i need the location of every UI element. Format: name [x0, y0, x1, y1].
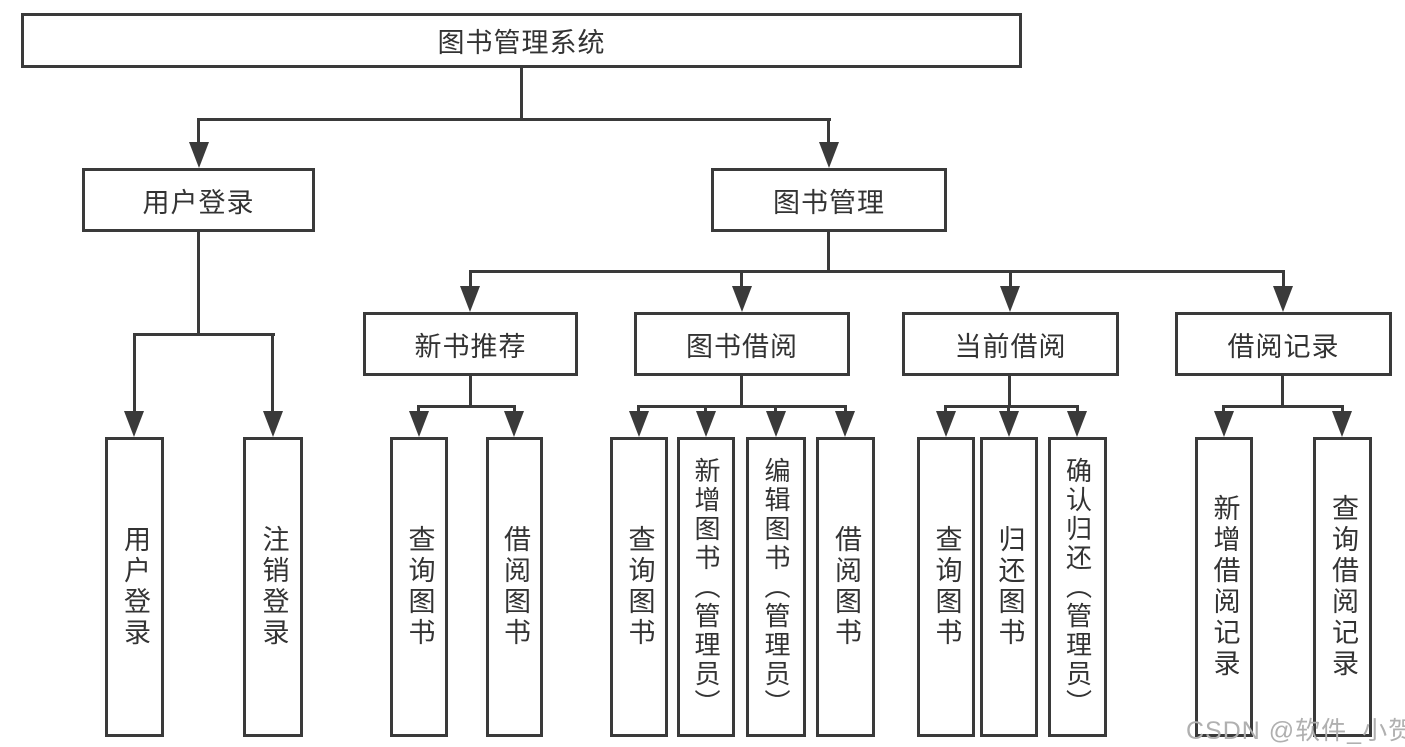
- connector-line: [704, 405, 707, 413]
- connector-line: [197, 118, 831, 121]
- connector-line: [637, 405, 640, 413]
- connector-line: [513, 405, 516, 413]
- leaf-query-borrow-record: 查询借阅记录: [1313, 437, 1372, 737]
- leaf-label: 借阅图书: [831, 525, 861, 649]
- leaf-add-books-admin: 新增图书（管理员）: [677, 437, 735, 737]
- connector-line: [1222, 405, 1344, 408]
- leaf-add-borrow-record: 新增借阅记录: [1195, 437, 1253, 737]
- leaf-label: 新增借阅记录: [1209, 494, 1240, 680]
- connector-line: [774, 405, 777, 413]
- connector-line: [197, 232, 200, 335]
- leaf-borrow-books: 借阅图书: [816, 437, 875, 737]
- node-borrowing-records: 借阅记录: [1175, 312, 1392, 376]
- connector-line: [944, 405, 947, 413]
- arrow-down-icon: [1273, 286, 1293, 312]
- leaf-logout: 注销登录: [243, 437, 303, 737]
- node-label: 图书管理: [773, 187, 885, 218]
- arrow-down-icon: [263, 411, 283, 437]
- arrow-down-icon: [1214, 411, 1234, 437]
- connector-line: [418, 405, 516, 408]
- connector-line: [637, 405, 847, 408]
- connector-line: [1341, 405, 1344, 413]
- leaf-label: 注销登录: [258, 525, 289, 649]
- leaf-label: 确认归还（管理员）: [1062, 456, 1093, 718]
- leaf-label: 查询图书: [624, 525, 655, 649]
- connector-line: [520, 68, 523, 121]
- leaf-label: 查询图书: [404, 525, 435, 649]
- node-label: 当前借阅: [954, 331, 1067, 362]
- connector-line: [740, 376, 743, 407]
- connector-line: [1281, 376, 1284, 407]
- leaf-confirm-return-admin: 确认归还（管理员）: [1048, 437, 1107, 737]
- node-label: 借阅记录: [1227, 331, 1340, 362]
- connector-line: [1007, 405, 1010, 413]
- leaf-label: 借阅图书: [500, 525, 530, 649]
- arrow-down-icon: [1067, 411, 1087, 437]
- leaf-edit-books-admin: 编辑图书（管理员）: [746, 437, 806, 737]
- connector-line: [944, 405, 1079, 408]
- connector-line: [740, 270, 743, 288]
- connector-line: [1008, 376, 1011, 407]
- arrow-down-icon: [409, 411, 429, 437]
- arrow-down-icon: [999, 411, 1019, 437]
- arrow-down-icon: [696, 411, 716, 437]
- leaf-label: 编辑图书（管理员）: [761, 456, 791, 718]
- connector-line: [827, 118, 830, 146]
- arrow-down-icon: [460, 286, 480, 312]
- connector-line: [1282, 270, 1285, 288]
- connector-line: [133, 333, 275, 336]
- connector-line: [1009, 270, 1012, 288]
- leaf-label: 用户登录: [120, 525, 150, 649]
- arrow-down-icon: [629, 411, 649, 437]
- node-new-book-recommend: 新书推荐: [363, 312, 578, 376]
- node-book-borrowing: 图书借阅: [634, 312, 850, 376]
- connector-line: [1222, 405, 1225, 413]
- node-book-management: 图书管理: [711, 168, 947, 232]
- connector-line: [417, 405, 420, 413]
- arrow-down-icon: [1332, 411, 1352, 437]
- arrow-down-icon: [819, 142, 839, 168]
- connector-line: [271, 333, 274, 413]
- leaf-query-books: 查询图书: [917, 437, 975, 737]
- leaf-query-books: 查询图书: [610, 437, 668, 737]
- leaf-label: 查询借阅记录: [1328, 494, 1358, 680]
- csdn-watermark: CSDN @软件_小贺同学: [1186, 717, 1405, 745]
- node-library-system: 图书管理系统: [21, 13, 1022, 68]
- connector-line: [469, 376, 472, 407]
- node-current-borrowing: 当前借阅: [902, 312, 1119, 376]
- leaf-user-login: 用户登录: [105, 437, 164, 737]
- node-label: 图书管理系统: [437, 28, 606, 58]
- arrow-down-icon: [835, 411, 855, 437]
- connector-line: [469, 270, 472, 288]
- connector-line: [133, 333, 136, 413]
- node-label: 新书推荐: [414, 331, 527, 362]
- arrow-down-icon: [936, 411, 956, 437]
- connector-line: [844, 405, 847, 413]
- leaf-borrow-books: 借阅图书: [486, 437, 543, 737]
- node-label: 图书借阅: [686, 331, 798, 362]
- arrow-down-icon: [1000, 286, 1020, 312]
- leaf-label: 新增图书（管理员）: [691, 456, 721, 718]
- leaf-label: 查询图书: [931, 525, 962, 649]
- arrow-down-icon: [766, 411, 786, 437]
- connector-line: [469, 270, 1283, 273]
- connector-line: [827, 232, 830, 272]
- arrow-down-icon: [504, 411, 524, 437]
- arrow-down-icon: [732, 286, 752, 312]
- connector-line: [1076, 405, 1079, 413]
- leaf-query-books: 查询图书: [390, 437, 448, 737]
- node-label: 用户登录: [142, 187, 255, 218]
- node-user-login: 用户登录: [82, 168, 315, 232]
- arrow-down-icon: [189, 142, 209, 168]
- leaf-return-books: 归还图书: [980, 437, 1038, 737]
- leaf-label: 归还图书: [994, 525, 1025, 649]
- connector-line: [197, 118, 200, 146]
- arrow-down-icon: [124, 411, 144, 437]
